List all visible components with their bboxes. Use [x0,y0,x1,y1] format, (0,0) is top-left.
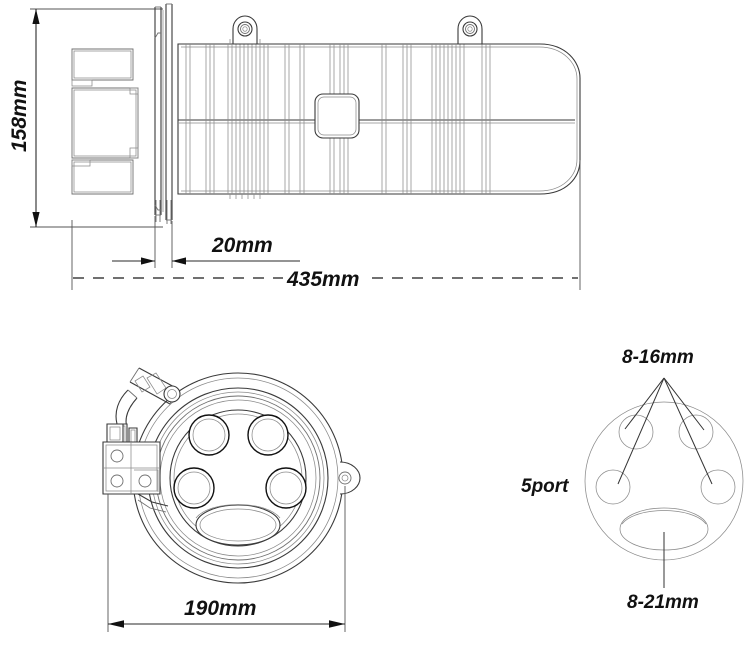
callout-8-21mm-label: 8-21mm [627,592,699,613]
dimension-190mm-label: 190mm [184,597,256,620]
end-view-ports [173,414,307,546]
lifting-lug-right [457,15,483,45]
body-top-serrations [229,39,261,199]
height-dimension-extension-lines [30,8,163,228]
dimension-435mm-label: 435mm [286,268,359,291]
end-view-mounting-ear-right [338,461,361,495]
dimension-20mm: 20mm [112,234,300,265]
side-view-witness-lines [71,160,581,290]
cable-entry-housing [71,48,139,195]
small-port-leaders [617,377,713,485]
access-panel [314,93,360,139]
detail-oval-port [619,507,709,551]
lifting-lug-left [232,15,258,45]
port-detail-view: 8-16mm 8-21mm 5port [521,347,744,613]
dimension-158mm-label: 158mm [8,80,31,152]
end-view: 190mm [102,367,361,632]
dimension-190mm: 190mm [108,597,345,628]
port-count-label: 5port [521,476,569,497]
dimension-158mm: 158mm [8,9,40,227]
dimension-20mm-label: 20mm [211,234,273,257]
end-view-witness-lines [107,486,346,632]
mounting-flange [154,3,173,224]
end-view-latch-assembly [102,367,181,513]
detail-small-ports [595,414,736,505]
dimension-435mm: 435mm [73,268,578,291]
side-elevation-view: 158mm [8,3,581,291]
closure-body [177,39,581,199]
callout-8-16mm-label: 8-16mm [622,347,694,368]
